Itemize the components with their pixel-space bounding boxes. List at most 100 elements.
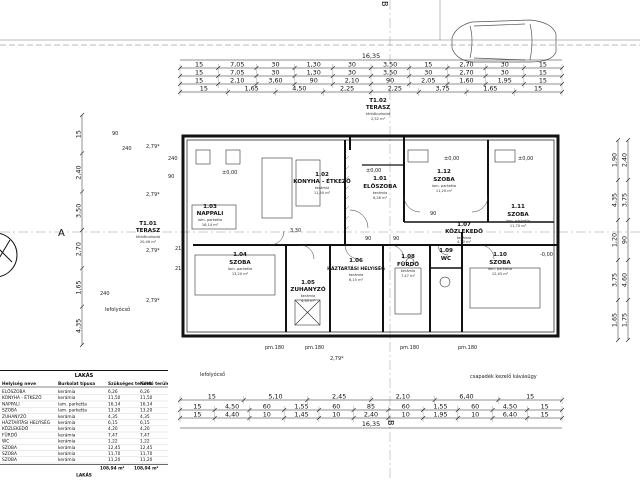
svg-text:FÜRDŐ: FÜRDŐ	[397, 261, 419, 268]
table-cell: 11,70	[140, 451, 153, 457]
dimension-value: 2,10	[230, 77, 244, 85]
dimension-value: 15	[193, 411, 201, 419]
dimension-value: 2,05	[421, 77, 435, 85]
svg-text:13,20 m²: 13,20 m²	[232, 272, 249, 276]
dimension-value: 15	[539, 61, 547, 69]
top-total-dimension: 16,35	[180, 52, 562, 61]
bed-icon	[194, 254, 276, 296]
section-b-top-label: B	[380, 1, 389, 7]
svg-text:SZOBA: SZOBA	[507, 212, 529, 218]
table-header-cell: Helyiség neve	[2, 380, 36, 387]
table-cell: 12,45	[108, 445, 121, 451]
table-cell: 6,15	[108, 420, 118, 426]
door-swings	[269, 195, 495, 260]
svg-text:2,52 m²: 2,52 m²	[371, 117, 386, 121]
svg-text:lam. parketta: lam. parketta	[432, 184, 456, 188]
svg-text:1.07: 1.07	[457, 222, 471, 228]
svg-text:lam. parketta: lam. parketta	[198, 218, 222, 222]
svg-text:1.03: 1.03	[203, 204, 217, 210]
dimension-value: 15	[208, 393, 216, 401]
table-cell: 13,20	[140, 408, 153, 414]
bottom-total-dimension: 16,35	[180, 420, 562, 429]
dimension-value: 90	[168, 174, 174, 180]
svg-text:NAPPALI: NAPPALI	[197, 211, 224, 217]
table-cell: 7,47	[140, 432, 150, 438]
svg-text:kerámia: kerámia	[301, 294, 316, 298]
dimension-value: 3,75	[436, 85, 450, 93]
table-cell: 11,50	[140, 395, 153, 401]
table-cell: 13,20	[108, 408, 121, 414]
dimension-value: 3,60	[268, 77, 282, 85]
dimension-value: 2,79*	[146, 248, 160, 254]
table-cell: 1,22	[108, 439, 118, 445]
table-cell: ELŐSZOBA	[2, 388, 25, 395]
dimension-value: 1,90	[611, 153, 619, 167]
dimension-value: 3,30	[290, 228, 301, 234]
dimension-value: 1,95	[498, 77, 512, 85]
dimension-value: 2,40	[75, 165, 83, 179]
rainwater-note: csapadék kezelő kávásügy	[470, 373, 537, 380]
table-cell: kerámia	[58, 438, 76, 445]
dimension-value: 30	[348, 61, 356, 69]
dimension-value: 2,40	[364, 411, 378, 419]
dimension-value: 6,40	[459, 393, 473, 401]
dimension-value: 60	[471, 403, 479, 411]
table-cell: kerámia	[58, 425, 76, 432]
dimension-value: 2,70	[75, 242, 83, 256]
dimension-value: 4,50	[503, 403, 517, 411]
svg-text:SZOBA: SZOBA	[433, 177, 455, 183]
table-cell: 4,20	[108, 426, 118, 432]
table-cell: KONYHA - ÉTKEZŐ	[2, 393, 42, 401]
svg-text:kerámia: kerámia	[373, 191, 388, 195]
section-marker-a: A	[58, 228, 65, 239]
car-outline	[451, 19, 557, 63]
armchair-icon	[225, 149, 241, 165]
table-cell: SZOBA	[2, 457, 17, 463]
table-cell: 11,50	[108, 395, 121, 401]
dimension-value: 4,35	[611, 193, 619, 207]
dimension-value: 90	[621, 236, 629, 244]
svg-text:T1.02: T1.02	[369, 98, 387, 104]
dimension-value: 15	[424, 61, 432, 69]
table-header-cell: Nettó terület	[140, 380, 168, 387]
dimension-value: 3,50	[383, 61, 397, 69]
svg-text:11,70 m²: 11,70 m²	[510, 224, 527, 228]
level-mark: -0,00	[540, 252, 553, 258]
svg-text:lam. parketta: lam. parketta	[488, 267, 512, 271]
table-cell: 11,20	[140, 457, 153, 463]
dimension-value: 7,05	[230, 69, 244, 77]
dimension-value: 3,75	[611, 273, 619, 287]
dimension-value: 1,95	[433, 411, 447, 419]
table-cell: KÖZLEKEDŐ	[2, 425, 29, 432]
svg-text:TERASZ: TERASZ	[136, 228, 160, 234]
svg-text:1.09: 1.09	[439, 248, 453, 254]
dimension-value: 30	[424, 69, 432, 77]
dimension-value: 240	[100, 291, 110, 297]
dimension-value: 2,79*	[146, 144, 160, 150]
dimension-value: 1,75	[621, 313, 629, 327]
table-cell: 4,20	[140, 426, 150, 432]
table-total-cell: 108,94 m²	[100, 465, 125, 471]
table-header-cell: Szükséges terület	[108, 380, 152, 387]
dimension-value: 1,20	[611, 233, 619, 247]
dimension-value: 4,50	[225, 403, 239, 411]
side-notes: lefolyócső csapadék kezelő kávásügy lefo…	[105, 306, 537, 380]
dimension-value: 85	[367, 403, 375, 411]
table-cell: WC	[2, 439, 9, 445]
